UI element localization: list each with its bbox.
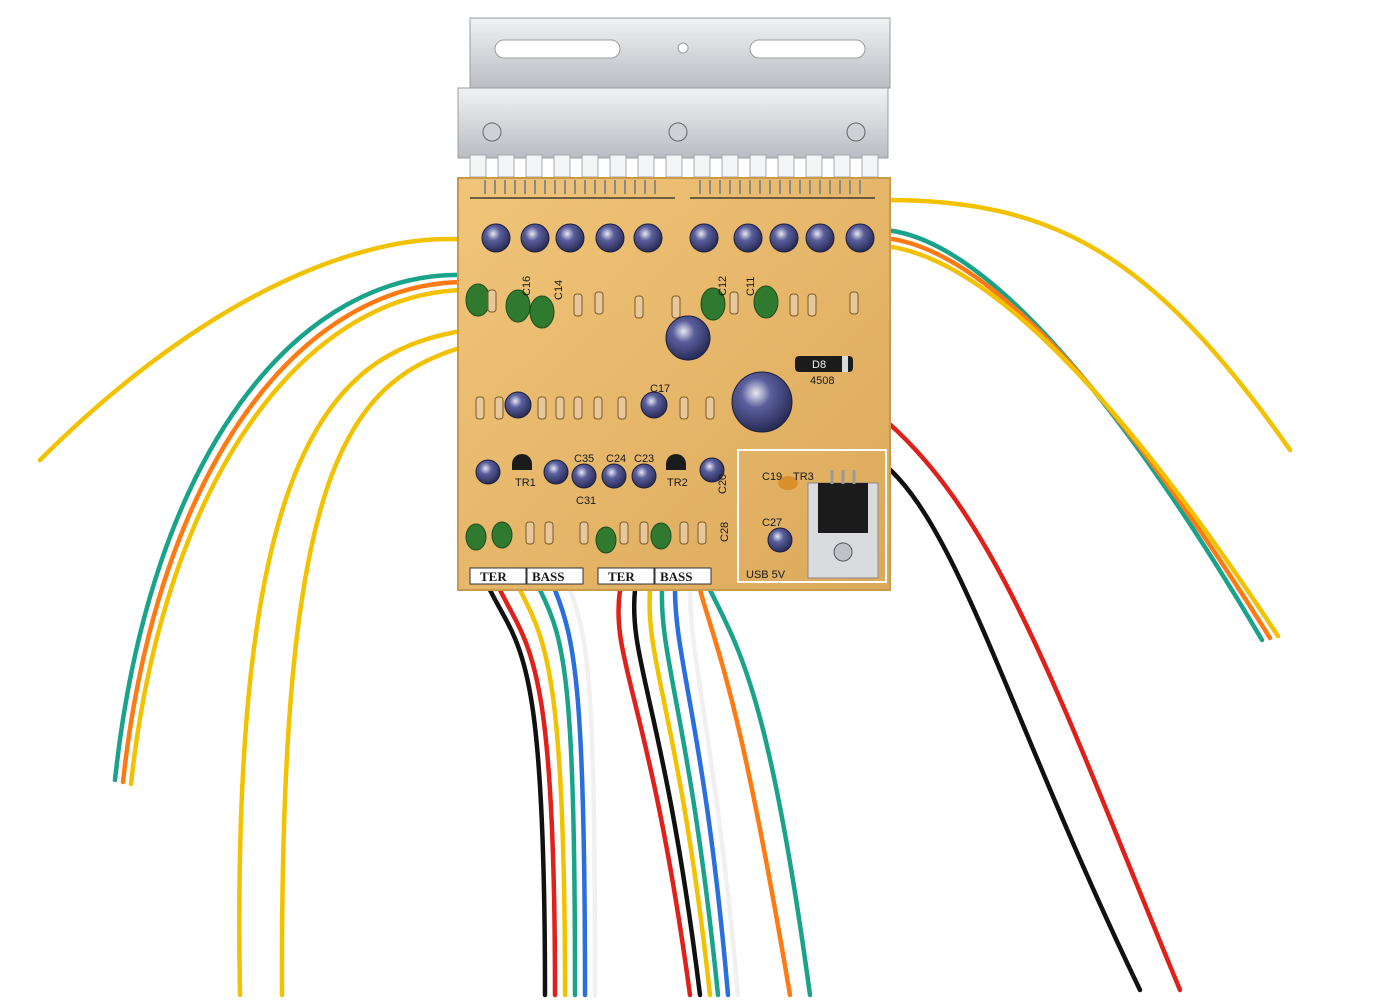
capacitor (555, 223, 585, 253)
heatsink (457, 17, 891, 178)
wire-teal-right (882, 227, 1265, 643)
wire-teal-left (112, 272, 468, 783)
capacitor (640, 391, 668, 419)
label-c28: C28 (719, 522, 731, 542)
wire-orange-right (882, 235, 1273, 641)
wire-yellow-left-2 (128, 287, 468, 787)
capacitor-power-large (731, 371, 793, 433)
wire-yellow-right-1 (882, 197, 1293, 453)
label-bass-right: BASS (660, 569, 693, 584)
capacitor-center-large (665, 315, 711, 361)
label-ter-right: TER (608, 569, 635, 584)
label-c31: C31 (576, 495, 596, 507)
capacitor (543, 459, 569, 485)
capacitor (595, 223, 625, 253)
capacitor (571, 463, 597, 489)
bottom-wire-bundle (487, 587, 813, 998)
ic-pins (484, 180, 861, 194)
resistors (475, 289, 859, 545)
left-wire-bundle (37, 236, 473, 998)
capacitor (769, 223, 799, 253)
wire-black-right (882, 462, 1143, 993)
heatsink-hole (677, 42, 689, 54)
top-capacitor-row (481, 223, 875, 253)
heatsink-fins (469, 154, 879, 178)
silkscreen-labels: TR1 TR2 TR3 C19 C27 C17 C24 C23 C31 C35 … (515, 276, 814, 581)
tone-labels: TER BASS TER BASS (469, 567, 712, 585)
heatsink-slot-right (749, 39, 866, 59)
capacitor (699, 457, 725, 483)
right-wire-bundle (882, 197, 1293, 993)
wire-yellow-right-2 (882, 243, 1281, 639)
capacitor (633, 223, 663, 253)
label-c20: C20 (717, 474, 729, 494)
svg-text:4508: 4508 (810, 375, 834, 387)
capacitor (805, 223, 835, 253)
heatsink-slot-left (494, 39, 621, 59)
wire-yellow-left-3 (237, 327, 471, 998)
pcb-board: D8 4508 TR1 TR2 TR3 C19 C27 (457, 177, 891, 591)
label-c12: C12 (717, 276, 729, 296)
label-c14: C14 (553, 280, 565, 300)
capacitor (689, 223, 719, 253)
capacitor (504, 391, 532, 419)
label-tr3: TR3 (793, 471, 814, 483)
capacitor (631, 463, 657, 489)
label-c16: C16 (521, 276, 533, 296)
wire-yellow-far-left (37, 236, 473, 463)
label-bass-left: BASS (532, 569, 565, 584)
diode-d8: D8 4508 (795, 356, 853, 387)
regulator-area (737, 449, 887, 583)
transistor-tr1 (512, 454, 532, 470)
wire-orange-left (120, 279, 468, 785)
voltage-regulator-tr3 (807, 470, 879, 579)
label-c17: C17 (650, 383, 670, 395)
capacitor (520, 223, 550, 253)
svg-text:D8: D8 (812, 359, 826, 371)
wire-yellow-left-4 (279, 342, 473, 998)
label-c23: C23 (634, 453, 654, 465)
capacitor (475, 459, 501, 485)
heatsink-screws (482, 122, 866, 142)
wire-red-right (882, 417, 1183, 993)
label-c19: C19 (762, 471, 782, 483)
label-tr1: TR1 (515, 477, 536, 489)
label-c11: C11 (745, 277, 757, 296)
capacitor (845, 223, 875, 253)
capacitor (481, 223, 511, 253)
capacitor (601, 463, 627, 489)
green-capacitors (465, 283, 779, 554)
capacitor (733, 223, 763, 253)
label-c27: C27 (762, 517, 782, 529)
label-c24: C24 (606, 453, 626, 465)
label-tr2: TR2 (667, 477, 688, 489)
capacitor (767, 527, 793, 553)
label-ter-left: TER (480, 569, 507, 584)
label-usb-5v: USB 5V (746, 569, 786, 581)
transistor-tr2 (666, 454, 686, 470)
small-capacitor-c19 (778, 476, 798, 490)
label-c35: C35 (574, 453, 594, 465)
